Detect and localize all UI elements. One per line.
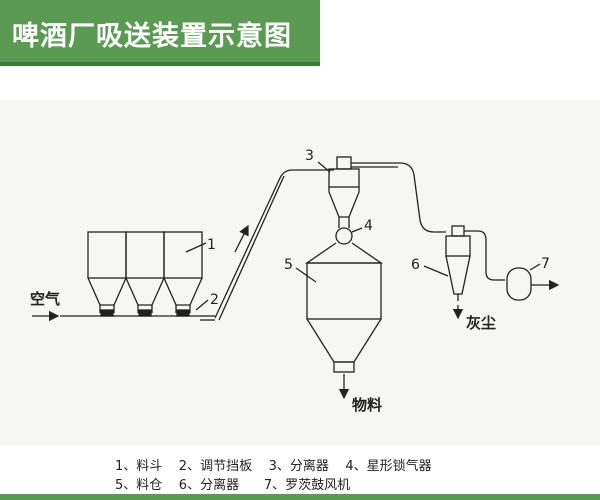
hopper-1 [87,231,127,279]
label-4: 4 [364,218,373,234]
conveying-pipe-inner [218,175,285,321]
separator-6-cone [445,255,471,295]
hopper-1-cone [87,277,127,306]
label-5: 5 [284,257,293,273]
rotary-airlock [335,227,353,245]
hopper-2-cone [125,277,165,306]
regulating-damper-1 [100,309,114,317]
air-label: 空气 [30,290,60,308]
title-banner: 啤酒厂吸送装置示意图 [0,0,320,66]
bottom-accent-bar [0,494,600,500]
label-1: 1 [207,237,216,253]
roots-blower [506,267,532,301]
conveying-pipe [214,169,334,319]
hopper-3-cone [163,277,203,306]
exhaust-pipe-1 [351,162,446,233]
page-title: 啤酒厂吸送装置示意图 [12,21,292,52]
diagram-background [0,100,600,445]
material-label: 物料 [352,396,382,414]
separator-3-body [328,168,360,188]
silo-outlet [333,361,355,373]
label-3: 3 [305,148,314,164]
label-7: 7 [541,256,550,272]
silo-top [304,242,384,264]
separator-3-cone [328,187,360,218]
separator-3-outlet [336,156,352,170]
legend-line-1: 1、料斗 2、调节挡板 3、分离器 4、星形锁气器 [115,459,432,474]
silo-cone [306,318,382,363]
legend-line-2: 5、料仓 6、分离器 7、罗茨鼓风机 [115,478,351,493]
label-6: 6 [411,257,420,273]
separator-6-outlet [451,225,465,237]
hopper-2 [125,231,165,279]
regulating-damper-3 [176,309,190,317]
regulating-damper-2 [138,309,152,317]
label-2: 2 [210,292,219,308]
hopper-group [87,231,203,313]
silo-body [306,262,382,320]
separator-6-body [445,235,471,257]
dust-label: 灰尘 [466,314,496,332]
exhaust-pipe-2 [464,230,505,281]
flow-arrow-up [234,224,249,253]
hopper-3 [163,231,203,279]
